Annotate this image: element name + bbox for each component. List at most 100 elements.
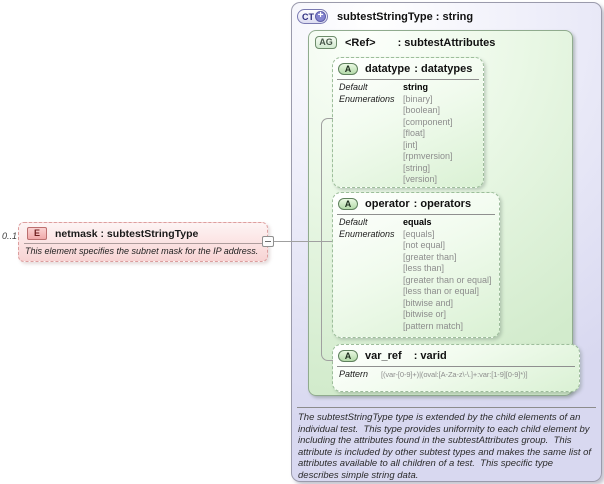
facet-value: [binary] bbox=[403, 93, 433, 104]
facet-value: [equals] bbox=[403, 228, 435, 239]
complex-type-badge-label: CT bbox=[302, 11, 314, 22]
facet-row: [bitwise and] bbox=[339, 298, 495, 310]
element-annotation: This element specifies the subnet mask f… bbox=[25, 246, 259, 256]
facet-row: [float] bbox=[339, 128, 479, 140]
collapse-toggle-icon[interactable] bbox=[262, 236, 274, 247]
attribute-divider bbox=[337, 79, 479, 80]
facet-label bbox=[339, 240, 403, 252]
facet-label bbox=[339, 298, 403, 310]
element-title: netmask : subtestStringType bbox=[55, 227, 199, 240]
facet-value: [string] bbox=[403, 162, 431, 173]
facet-label: Pattern bbox=[339, 369, 369, 379]
attribute-group-name: <Ref> bbox=[345, 36, 376, 49]
facet-label bbox=[339, 163, 403, 175]
facet-value: [(var-[0-9]+)|(oval:[A-Za-z\-\.]+:var:[1… bbox=[381, 370, 528, 379]
attribute-type: : datatypes bbox=[414, 63, 473, 75]
facet-row: [less than or equal] bbox=[339, 286, 495, 298]
facet-label bbox=[339, 309, 403, 321]
attribute-type: : operators bbox=[413, 198, 472, 210]
attribute-badge: A bbox=[338, 350, 358, 362]
facet-row: [string] bbox=[339, 163, 479, 175]
attribute-badge: A bbox=[338, 63, 358, 75]
complex-type-title: subtestStringType : string bbox=[337, 10, 474, 23]
facet-label bbox=[339, 128, 403, 140]
facet-row: Enumerations[binary] bbox=[339, 94, 479, 106]
facet-value: [boolean] bbox=[403, 105, 441, 115]
facet-label: Enumerations bbox=[339, 228, 395, 239]
element-divider bbox=[24, 243, 262, 244]
facet-row: [less than] bbox=[339, 263, 495, 275]
expand-plus-icon[interactable]: + bbox=[315, 11, 326, 22]
connector-branch-line bbox=[321, 130, 322, 351]
attribute-header: A datatype : datatypes bbox=[333, 58, 483, 76]
facet-row: [boolean] bbox=[339, 105, 479, 117]
facet-label bbox=[339, 252, 403, 264]
facet-row: [component] bbox=[339, 117, 479, 129]
facet-row: [greater than] bbox=[339, 252, 495, 264]
facet-row: [pattern match] bbox=[339, 321, 495, 333]
facet-value: [version] bbox=[403, 174, 438, 184]
attribute-header: A var_ref : varid bbox=[333, 345, 579, 363]
facet-value: [less than or equal] bbox=[403, 286, 480, 296]
facet-value: equals bbox=[403, 217, 432, 227]
facet-label bbox=[339, 263, 403, 275]
facet-row: Enumerations [equals] bbox=[339, 229, 495, 241]
facet-row: Pattern [(var-[0-9]+)|(oval:[A-Za-z\-\.]+… bbox=[339, 369, 575, 381]
facet-row: [bitwise or] bbox=[339, 309, 495, 321]
facet-label bbox=[339, 105, 403, 117]
facet-label bbox=[339, 321, 403, 333]
attribute-type: : varid bbox=[413, 350, 447, 362]
facet-value: [float] bbox=[403, 128, 426, 138]
facet-label bbox=[339, 286, 403, 298]
attribute-name: datatype bbox=[365, 63, 411, 75]
facet-value: [bitwise or] bbox=[403, 309, 447, 319]
complex-type-badge: CT + bbox=[297, 9, 328, 24]
facet-row: Default equals bbox=[339, 217, 495, 229]
facet-value: [less than] bbox=[403, 263, 445, 273]
facet-value: [pattern match] bbox=[403, 320, 464, 331]
facet-label: Default bbox=[339, 82, 368, 92]
facet-row: [int] bbox=[339, 140, 479, 152]
facet-row: [greater than or equal] bbox=[339, 275, 495, 287]
attribute-name: var_ref bbox=[365, 350, 402, 362]
documentation-divider bbox=[297, 407, 596, 408]
attribute-name: operator bbox=[365, 198, 410, 210]
facet-label: Default bbox=[339, 217, 368, 227]
attribute-header: A operator : operators bbox=[333, 193, 499, 211]
facet-value: [component] bbox=[403, 116, 453, 127]
facet-label bbox=[339, 151, 403, 163]
attribute-badge: A bbox=[338, 198, 358, 210]
complex-type-header: CT + subtestStringType : string bbox=[292, 3, 601, 24]
attribute-divider bbox=[337, 214, 495, 215]
facet-label bbox=[339, 174, 403, 186]
attribute-group-type: : subtestAttributes bbox=[397, 36, 496, 49]
element-box-netmask[interactable]: E netmask : subtestStringType This eleme… bbox=[18, 222, 268, 262]
facet-label bbox=[339, 275, 403, 287]
facet-row: [version] bbox=[339, 174, 479, 186]
facet-value: [not equal] bbox=[403, 240, 446, 250]
documentation-text: The subtestStringType type is extended b… bbox=[298, 412, 594, 481]
attribute-box-var-ref[interactable]: A var_ref : varid Pattern [(var-[0-9]+)|(… bbox=[332, 344, 580, 392]
facet-row: Default string bbox=[339, 82, 479, 94]
facet-label bbox=[339, 117, 403, 129]
facet-value: [bitwise and] bbox=[403, 297, 454, 308]
attribute-group-badge: AG bbox=[315, 36, 337, 49]
facet-value: [rpmversion] bbox=[403, 151, 453, 161]
facet-value: [greater than or equal] bbox=[403, 274, 492, 285]
facet-row: [rpmversion] bbox=[339, 151, 479, 163]
cardinality-label: 0..1 bbox=[2, 231, 18, 241]
facet-table: Pattern [(var-[0-9]+)|(oval:[A-Za-z\-\.]+… bbox=[333, 369, 579, 381]
facet-row: [not equal] bbox=[339, 240, 495, 252]
element-badge: E bbox=[27, 227, 47, 240]
connector-line bbox=[266, 241, 332, 242]
attribute-group-header[interactable]: AG <Ref> : subtestAttributes bbox=[309, 31, 572, 49]
connector-elbow-top bbox=[321, 118, 333, 131]
facet-value: string bbox=[403, 82, 429, 92]
connector-elbow-bottom bbox=[321, 349, 333, 361]
facet-label bbox=[339, 140, 403, 152]
